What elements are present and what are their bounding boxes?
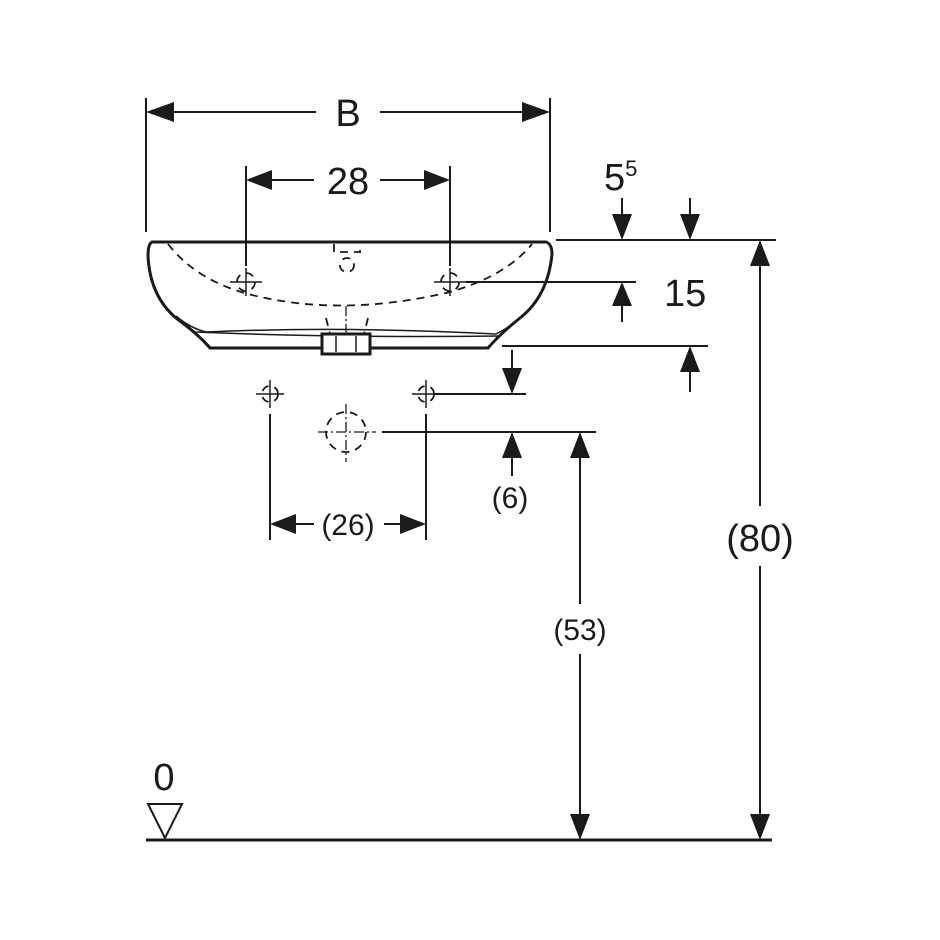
- width-arrow-right: [522, 102, 550, 122]
- width-dimension: B: [145, 93, 551, 232]
- fixing-spacing-dimension: (26): [269, 414, 427, 542]
- fixing-hole-left: [256, 380, 284, 408]
- drain-offset-label: (6): [492, 482, 529, 515]
- tap-hole-left-marker: [230, 268, 262, 296]
- tap-hole-spacing-label: 28: [327, 161, 369, 203]
- rim-depth-superscript: 5: [625, 156, 637, 181]
- fixing-spacing-label: (26): [321, 509, 374, 542]
- tap-hole-offset-dimension: 15: [466, 273, 706, 322]
- rim-depth-label: 5: [604, 157, 625, 199]
- washbasin-body: [146, 240, 554, 356]
- width-arrow-left: [146, 102, 174, 122]
- drain-offset-dimension: (6): [382, 345, 708, 515]
- rim-height-dimension: (80): [726, 240, 794, 840]
- floor-level: 0: [146, 757, 772, 842]
- drain-position-marker: [318, 404, 376, 462]
- drain-height-label: (53): [553, 614, 606, 647]
- width-label: B: [335, 93, 360, 135]
- rim-height-label: (80): [726, 518, 794, 560]
- svg-text:55: 55: [604, 156, 637, 199]
- waste-outlet: [320, 332, 372, 356]
- tap-hole-right-marker: [434, 268, 466, 296]
- floor-level-label: 0: [153, 757, 174, 799]
- drain-height-dimension: (53): [553, 432, 607, 840]
- fixing-hole-right: [412, 380, 440, 408]
- level-triangle-icon: [146, 803, 184, 841]
- rim-depth-dimension: 55: [556, 156, 776, 241]
- tap-hole-offset-label: 15: [664, 273, 706, 315]
- tap-hole-spacing-dimension: 28: [245, 161, 451, 266]
